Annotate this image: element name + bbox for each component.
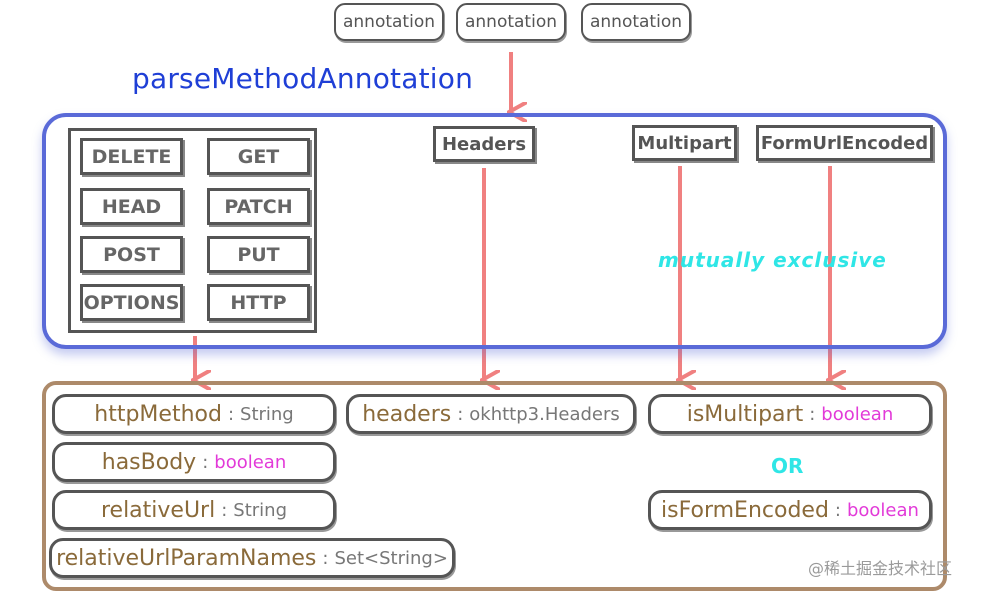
method-head: HEAD [80, 188, 183, 225]
field-name: headers [362, 401, 452, 427]
annotation-pill-3: annotation [581, 3, 691, 41]
field-name: isMultipart [686, 401, 804, 427]
field-type: boolean [846, 499, 919, 521]
method-get: GET [207, 138, 310, 175]
method-put: PUT [207, 236, 310, 273]
field-type: String [240, 403, 294, 425]
field-name: relativeUrlParamNames [56, 545, 317, 571]
field-headers: headers : okhttp3.Headers [346, 394, 636, 434]
mutually-exclusive-note: mutually exclusive [658, 248, 887, 272]
request-factory-fields-frame [42, 381, 947, 591]
method-http: HTTP [207, 284, 310, 321]
field-is-multipart: isMultipart : boolean [648, 394, 932, 434]
method-post: POST [80, 236, 183, 273]
field-http-method: httpMethod : String [52, 394, 336, 434]
diagram-title: parseMethodAnnotation [132, 62, 474, 95]
field-name: relativeUrl [100, 497, 216, 523]
field-relative-url: relativeUrl : String [52, 490, 336, 530]
annotation-pill-2: annotation [456, 3, 566, 41]
field-type: String [233, 499, 288, 521]
field-separator: : [834, 499, 841, 521]
field-name: hasBody [101, 449, 197, 475]
field-separator: : [457, 403, 464, 425]
field-type: Set<String> [334, 547, 448, 569]
field-separator: : [202, 451, 209, 473]
field-separator: : [227, 403, 235, 425]
method-options: OPTIONS [80, 284, 183, 321]
field-name: isFormEncoded [661, 497, 829, 523]
field-separator: : [322, 547, 329, 569]
form-url-encoded-annotation-box: FormUrlEncoded [756, 125, 933, 161]
multipart-annotation-box: Multipart [632, 125, 737, 161]
parse-method-frame [42, 113, 947, 349]
field-separator: : [221, 499, 228, 521]
field-type: okhttp3.Headers [469, 403, 620, 425]
watermark: @稀土掘金技术社区 [808, 559, 953, 578]
field-type: boolean [821, 403, 894, 425]
http-method-grid [68, 128, 317, 333]
field-type: boolean [214, 451, 287, 473]
method-patch: PATCH [207, 188, 310, 225]
method-delete: DELETE [80, 138, 183, 175]
field-name: httpMethod [94, 401, 222, 427]
headers-annotation-box: Headers [433, 126, 535, 162]
or-label: OR [771, 454, 804, 478]
field-is-form-encoded: isFormEncoded : boolean [648, 490, 932, 530]
field-relative-url-param-names: relativeUrlParamNames : Set<String> [49, 538, 455, 578]
field-separator: : [809, 403, 816, 425]
annotation-pill-1: annotation [334, 3, 444, 41]
field-has-body: hasBody : boolean [52, 442, 336, 482]
